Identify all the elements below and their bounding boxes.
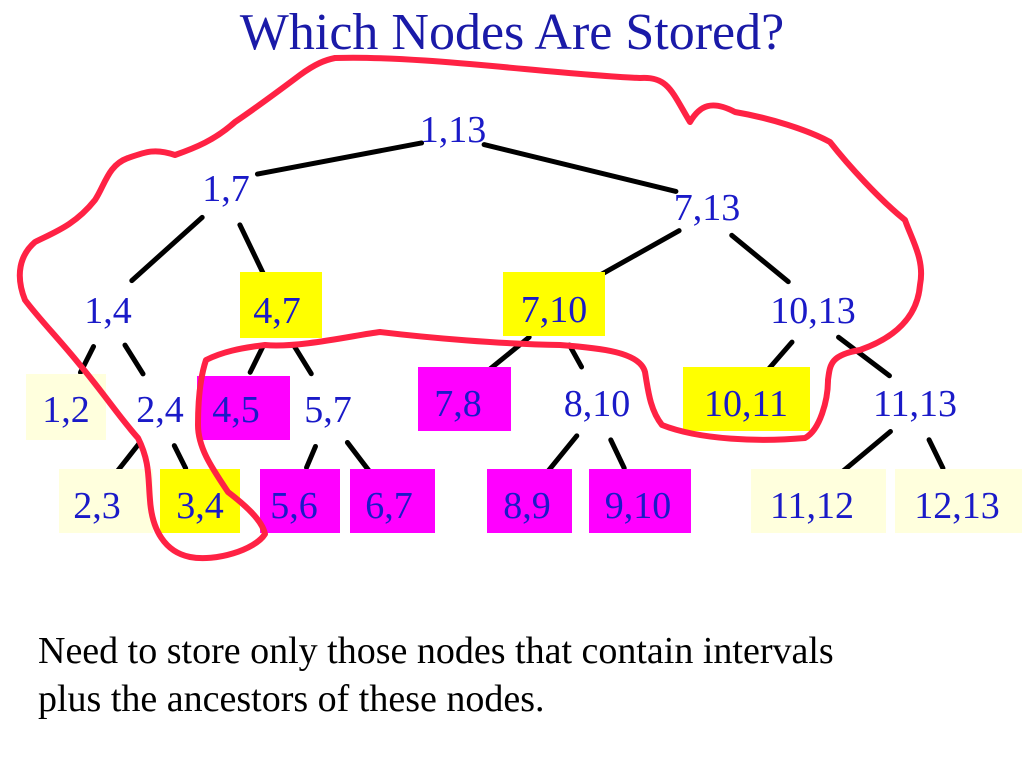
node-label-n6_7: 6,7 [365,485,413,527]
tree-edge-n1_7-n4_7 [237,222,266,276]
tree-edge-n7_13-n10_13 [729,232,791,285]
node-label-n8_9: 8,9 [503,485,551,527]
node-label-n12_13: 12,13 [914,485,1000,527]
node-box-n11_12 [751,469,886,533]
slide-title: Which Nodes Are Stored? [239,4,785,61]
tree-edge-n8_10-n8_9 [544,433,580,475]
explanation-line-2: plus the ancestors of these nodes. [38,677,545,720]
node-label-n7_10: 7,10 [521,289,588,331]
node-box-n6_7 [350,469,435,533]
node-label-n5_7: 5,7 [304,389,352,431]
node-label-n8_10: 8,10 [564,383,631,425]
node-box-n4_7 [240,272,322,338]
tree-edge-n4_7-n5_7 [291,342,314,377]
node-box-n4_5 [197,376,290,440]
node-box-n7_10 [503,272,605,336]
node-label-n11_12: 11,12 [770,485,854,527]
tree-edge-n5_7-n6_7 [344,439,373,475]
tree-edge-n10_13-n10_11 [764,339,795,374]
node-label-n7_8: 7,8 [434,383,482,425]
node-label-n5_6: 5,6 [270,485,318,527]
tree-edge-n1_4-n2_4 [122,342,146,377]
node-box-n3_4 [160,469,240,533]
node-label-n2_3: 2,3 [73,485,121,527]
node-label-n1_2: 1,2 [42,389,90,431]
node-label-n1_13: 1,13 [420,109,487,151]
node-box-n9_10 [589,469,691,533]
node-label-n3_4: 3,4 [176,485,224,527]
node-label-n10_13: 10,13 [770,290,856,332]
tree-edge-n1_7-n1_4 [129,214,205,284]
node-labels: 1,13 1,7 7,13 1,4 4,7 7,10 10,13 1,2 2,4 4,5 5,7 7,… [42,109,1000,527]
node-label-n4_7: 4,7 [253,290,301,332]
tree-edge-n11_13-n12_13 [926,437,946,471]
node-label-n7_13: 7,13 [674,187,741,229]
node-label-n10_11: 10,11 [704,383,788,425]
node-label-n11_13: 11,13 [873,383,957,425]
node-label-n2_4: 2,4 [136,389,184,431]
explanation-line-1: Need to store only those nodes that cont… [38,630,834,672]
tree-edge-n2_4-n2_3 [114,439,143,475]
node-box-n5_6 [260,469,340,533]
node-label-n1_4: 1,4 [84,290,132,332]
tree-edge-n1_13-n1_7 [254,140,425,177]
node-label-n9_10: 9,10 [605,485,672,527]
tree-edge-n10_13-n11_13 [836,334,892,379]
stored-nodes-outline [16,54,925,562]
node-box-n2_3 [59,469,153,533]
explanation-text: Need to store only those nodes that cont… [38,628,1018,723]
node-box-n10_11 [683,367,810,431]
tree-edge-n5_7-n5_6 [304,443,318,471]
tree-edge-n8_10-n9_10 [608,437,627,471]
tree-edge-n2_4-n3_4 [171,443,189,471]
node-label-n1_7: 1,7 [202,168,250,210]
node-box-n7_8 [418,367,511,431]
node-box-n12_13 [895,469,1022,533]
node-highlight-boxes [26,272,1022,533]
tree-edge-n11_13-n11_12 [834,429,893,479]
tree-edge-n1_13-n7_13 [481,142,679,194]
node-label-n4_5: 4,5 [212,389,260,431]
tree-edge-n4_7-n4_5 [247,344,266,375]
node-box-n8_9 [487,469,572,533]
